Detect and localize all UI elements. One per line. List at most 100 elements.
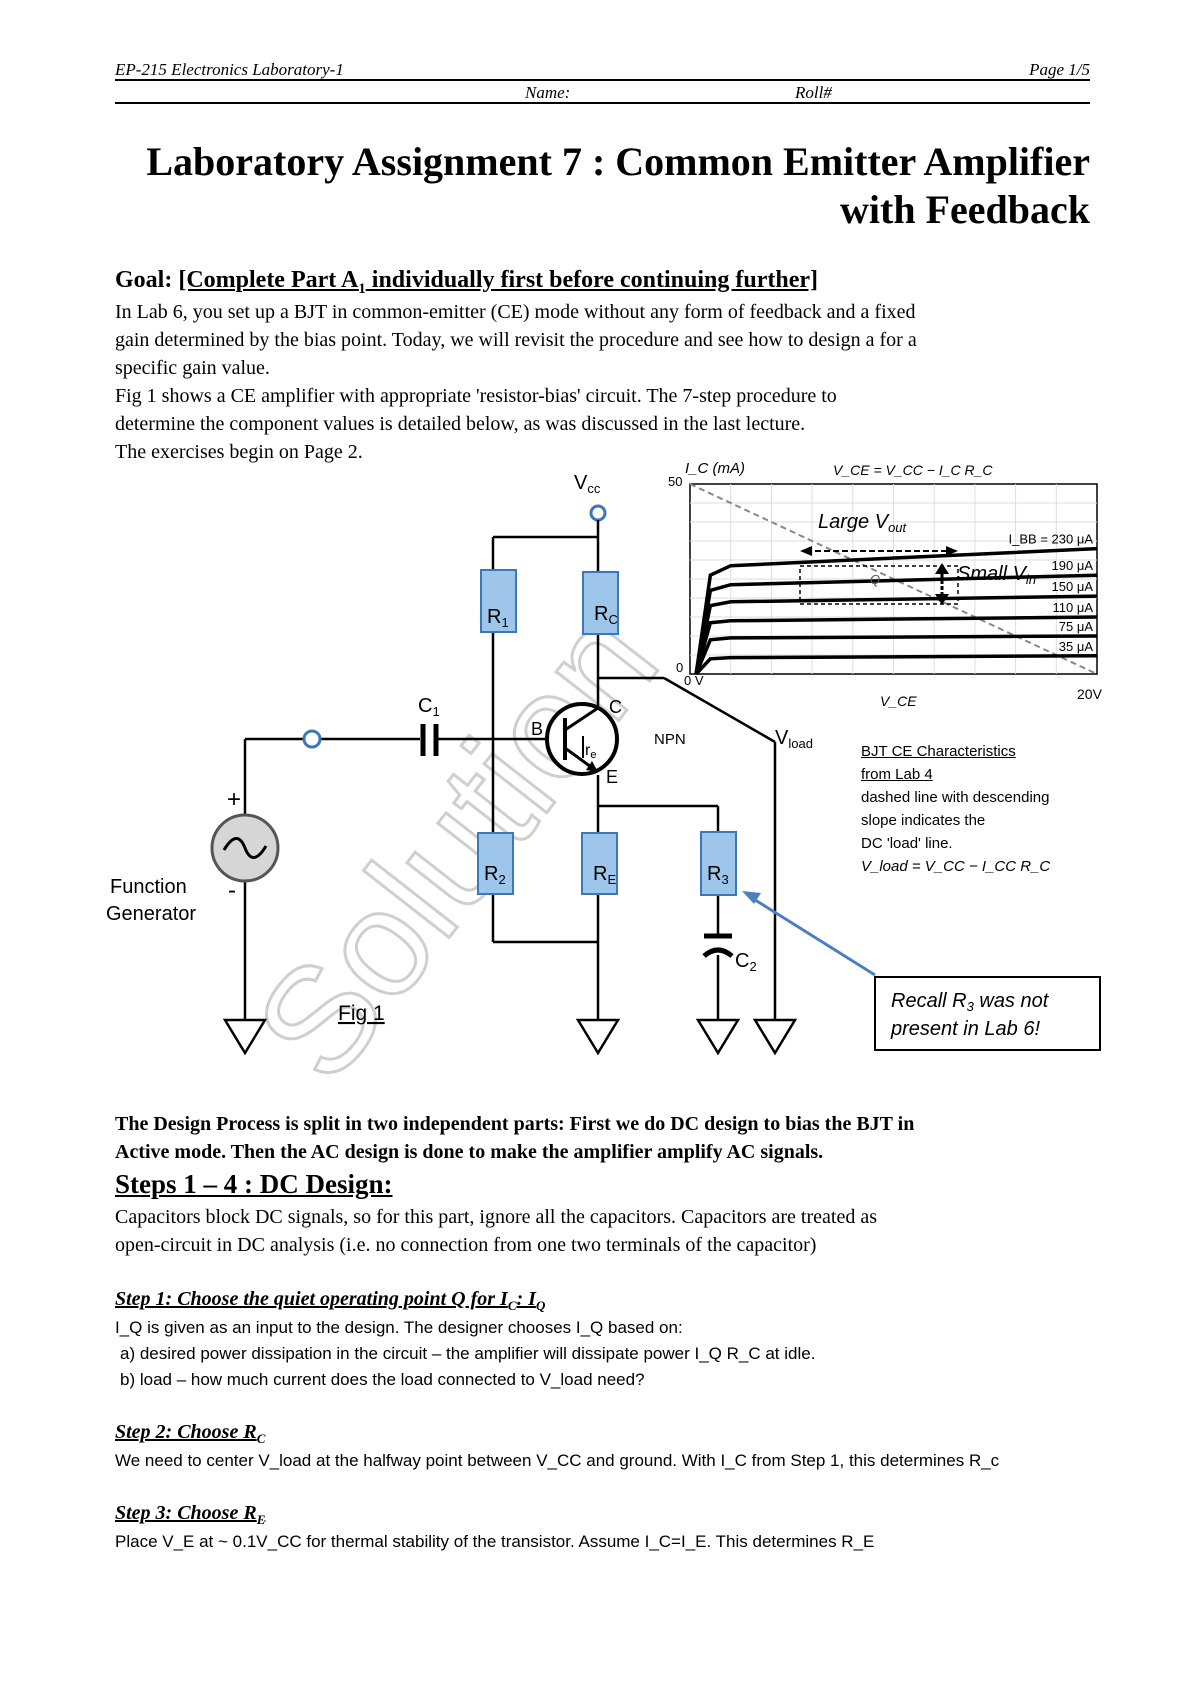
svg-text:RE: RE <box>593 863 616 887</box>
goal-instruction-post: individually first before continuing fur… <box>365 267 819 293</box>
svg-text:RC: RC <box>594 603 618 627</box>
y-tick-bottom: 0 <box>676 660 683 675</box>
step-2-heading: Step 2: Choose RC <box>115 1421 266 1446</box>
circuit-wires <box>243 520 777 1020</box>
step-2-line-1: We need to center V_load at the halfway … <box>115 1451 1000 1470</box>
roll-label: Roll# <box>795 83 832 102</box>
y-tick-top: 50 <box>668 474 682 489</box>
goal-instruction-sub: 1 <box>358 280 366 297</box>
load-line-equation: V_CE = V_CC − I_C R_C <box>833 462 993 478</box>
page-title: Laboratory Assignment 7 : Common Emitter… <box>90 138 1090 234</box>
node-c-label: C <box>609 697 622 717</box>
vcc-terminal <box>589 504 607 522</box>
resistor-r2: R2 <box>477 832 514 895</box>
series-label-2: 150 μA <box>1052 579 1094 594</box>
small-vin-arrowhead-up <box>935 563 949 574</box>
npn-label: NPN <box>654 731 686 748</box>
series-curve-3 <box>694 615 1098 675</box>
title-line-1: Laboratory Assignment 7 : Common Emitter… <box>146 139 1090 184</box>
large-vout-arrowhead-left <box>800 546 812 556</box>
step-1-line-3: b) load – how much current does the load… <box>120 1370 645 1389</box>
cap-para-l2: open-circuit in DC analysis (i.e. no con… <box>115 1234 817 1256</box>
caption-line-3: dashed line with descending <box>861 789 1050 806</box>
q-point-label: Q <box>870 572 880 587</box>
c1-label: C1 <box>418 695 440 719</box>
step-3-line-1: Place V_E at ~ 0.1V_CC for thermal stabi… <box>115 1532 875 1551</box>
input-terminal <box>302 729 322 749</box>
step-1-heading: Step 1: Choose the quiet operating point… <box>115 1288 546 1313</box>
recall-line-1: Recall R3 was not <box>891 990 1050 1014</box>
solution-watermark: Solution <box>223 579 689 1110</box>
npn-transistor <box>545 702 619 776</box>
generator-label-2: Generator <box>106 903 196 925</box>
header-rule-top <box>115 79 1090 81</box>
course-header: EP-215 Electronics Laboratory-1 <box>115 60 344 79</box>
goal-para1-l1: In Lab 6, you set up a BJT in common-emi… <box>115 301 916 323</box>
design-intro-l2: Active mode. Then the AC design is done … <box>115 1141 824 1163</box>
recall-arrowhead <box>742 891 761 904</box>
re-small-label: re <box>585 742 596 761</box>
small-vin-arrowhead-down <box>935 594 949 605</box>
name-label: Name: <box>525 83 571 102</box>
generator-plus: + <box>227 786 241 813</box>
svg-text:R2: R2 <box>484 863 506 887</box>
capacitor-c2 <box>702 933 734 958</box>
series-curve-5 <box>694 654 1098 676</box>
function-generator-icon <box>210 813 280 883</box>
x-tick-right: 20V <box>1077 686 1103 702</box>
goal-label: Goal: <box>115 267 173 293</box>
resistor-rc: RC <box>582 571 619 635</box>
generator-minus: - <box>228 877 236 904</box>
c2-label: C2 <box>735 950 757 974</box>
chart-caption: BJT CE Characteristics from Lab 4 dashed… <box>861 740 1050 878</box>
fig-label: Fig 1 <box>338 1002 385 1025</box>
caption-line-4: slope indicates the <box>861 812 986 829</box>
series-label-3: 110 μA <box>1053 600 1094 615</box>
resistor-r1: R1 <box>480 569 517 633</box>
series-label-5: 35 μA <box>1059 639 1094 654</box>
goal-para1-l2: gain determined by the bias point. Today… <box>115 329 917 351</box>
title-line-2: with Feedback <box>840 187 1090 232</box>
node-b-label: B <box>531 719 543 739</box>
caption-line-2: from Lab 4 <box>861 766 933 783</box>
x-axis-label: V_CE <box>880 693 917 709</box>
vload-label: Vload <box>775 727 813 751</box>
svg-text:R3: R3 <box>707 863 729 887</box>
steps-heading: Steps 1 – 4 : DC Design: <box>115 1169 393 1199</box>
operating-window <box>799 565 959 605</box>
resistor-re: RE <box>581 832 618 895</box>
goal-instruction: [Complete Part A1 individually first bef… <box>178 267 819 297</box>
cap-para-l1: Capacitors block DC signals, so for this… <box>115 1206 877 1228</box>
large-vout-arrowhead-right <box>946 546 958 556</box>
node-e-label: E <box>606 767 618 787</box>
goal-para3: The exercises begin on Page 2. <box>115 441 363 463</box>
goal-para2-l2: determine the component values is detail… <box>115 413 806 435</box>
goal-heading: Goal: [Complete Part A1 individually fir… <box>115 266 1100 303</box>
goal-para2-l1: Fig 1 shows a CE amplifier with appropri… <box>115 385 837 407</box>
large-vout-label: Large Vout <box>818 511 908 535</box>
vcc-label: Vcc <box>574 472 601 496</box>
design-intro-l1: The Design Process is split in two indep… <box>115 1113 915 1135</box>
small-vin-label: Small Vin <box>957 563 1036 587</box>
goal-instruction-pre: [Complete Part A <box>178 267 359 293</box>
svg-text:R1: R1 <box>487 606 509 630</box>
resistor-r3: R3 <box>700 831 737 896</box>
series-label-0: I_BB = 230 μA <box>1009 532 1094 547</box>
header-rule-bottom <box>115 102 1090 104</box>
step-3-heading: Step 3: Choose RE <box>115 1502 266 1527</box>
page-number: Page 1/5 <box>1029 60 1090 79</box>
series-curve-4 <box>694 634 1098 675</box>
y-axis-label: I_C (mA) <box>685 460 745 477</box>
caption-line-5: DC 'load' line. <box>861 835 953 852</box>
series-curve-2 <box>694 594 1098 675</box>
recall-box <box>874 976 1101 1051</box>
caption-line-1: BJT CE Characteristics <box>861 743 1016 760</box>
x-tick-left: 0 V <box>684 673 704 688</box>
recall-arrow <box>751 896 876 977</box>
capacitor-c1 <box>420 724 439 756</box>
step-1-line-2: a) desired power dissipation in the circ… <box>120 1344 816 1363</box>
caption-line-6: V_load = V_CC − I_CC R_C <box>861 858 1051 875</box>
